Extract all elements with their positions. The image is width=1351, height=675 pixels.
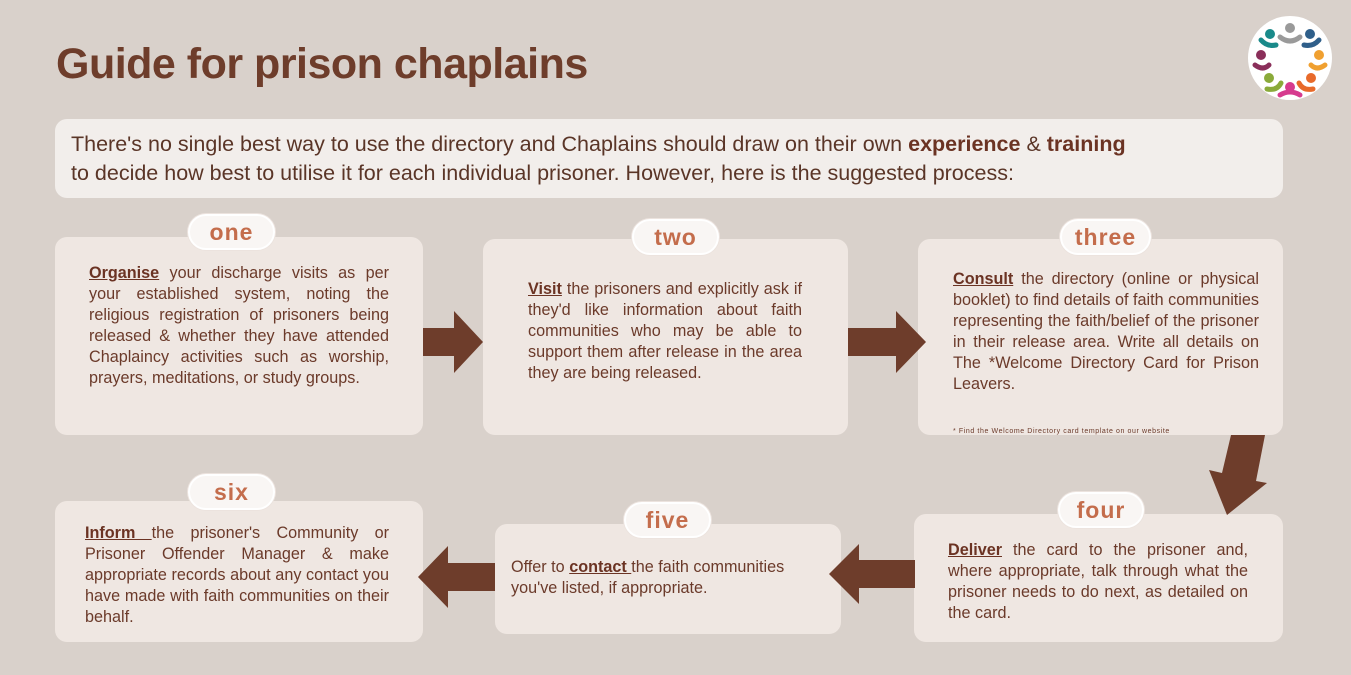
intro-line-1: There's no single best way to use the di… xyxy=(71,130,1263,159)
step-four-label: four xyxy=(1058,492,1144,528)
step-three-label: three xyxy=(1060,219,1151,255)
arrow-down-icon xyxy=(1209,435,1267,515)
intro-bold-experience: experience xyxy=(908,132,1021,156)
step-six-label: six xyxy=(188,474,275,510)
intro-line-2: to decide how best to utilise it for eac… xyxy=(71,161,1014,185)
step-five-body: the faith communities you've listed, if … xyxy=(511,558,785,597)
step-five-prefix: Offer to xyxy=(511,558,570,576)
step-four-card: Deliver the card to the prisoner and, wh… xyxy=(914,514,1283,642)
step-five-keyword: contact xyxy=(569,558,632,576)
step-three-card: Consult the directory (online or physica… xyxy=(918,239,1283,435)
intro-box: There's no single best way to use the di… xyxy=(55,119,1283,198)
step-three-keyword: Consult xyxy=(953,270,1014,288)
step-three-footnote: * Find the Welcome Directory card templa… xyxy=(953,428,1170,435)
step-two-card: Visit the prisoners and explicitly ask i… xyxy=(483,239,848,435)
step-four-keyword: Deliver xyxy=(948,541,1002,559)
arrow-right-icon xyxy=(848,311,926,373)
step-one-keyword: Organise xyxy=(89,264,160,282)
step-four-body: the card to the prisoner and, where appr… xyxy=(948,541,1248,622)
step-two-label: two xyxy=(632,219,719,255)
step-two-body: the prisoners and explicitly ask if they… xyxy=(528,280,802,382)
step-one-card: Organise your discharge visits as per yo… xyxy=(55,237,423,435)
arrow-right-icon xyxy=(423,311,483,373)
step-two-text: Visit the prisoners and explicitly ask i… xyxy=(528,279,802,384)
intro-bold-training: training xyxy=(1046,132,1126,156)
step-one-body: your discharge visits as per your establ… xyxy=(89,264,389,387)
step-three-text: Consult the directory (online or physica… xyxy=(953,269,1259,395)
step-four-text: Deliver the card to the prisoner and, wh… xyxy=(948,540,1248,624)
step-six-text: Inform the prisoner's Community or Priso… xyxy=(85,523,389,628)
step-three-body: the directory (online or physical bookle… xyxy=(953,270,1259,393)
page-title: Guide for prison chaplains xyxy=(56,40,588,88)
step-five-label: five xyxy=(624,502,711,538)
step-six-card: Inform the prisoner's Community or Priso… xyxy=(55,501,423,642)
step-two-keyword: Visit xyxy=(528,280,562,298)
step-five-card: Offer to contact the faith communities y… xyxy=(495,524,841,634)
intro-amp: & xyxy=(1020,132,1047,156)
step-five-text: Offer to contact the faith communities y… xyxy=(511,557,829,599)
step-six-body: the prisoner's Community or Prisoner Off… xyxy=(85,524,389,626)
step-six-keyword: Inform xyxy=(85,524,152,542)
arrow-left-icon xyxy=(418,546,495,608)
arrow-left-icon xyxy=(829,544,915,604)
step-one-text: Organise your discharge visits as per yo… xyxy=(89,263,389,389)
logo-people-circle-icon xyxy=(1248,16,1332,100)
intro-text: There's no single best way to use the di… xyxy=(71,132,909,156)
step-one-label: one xyxy=(188,214,275,250)
